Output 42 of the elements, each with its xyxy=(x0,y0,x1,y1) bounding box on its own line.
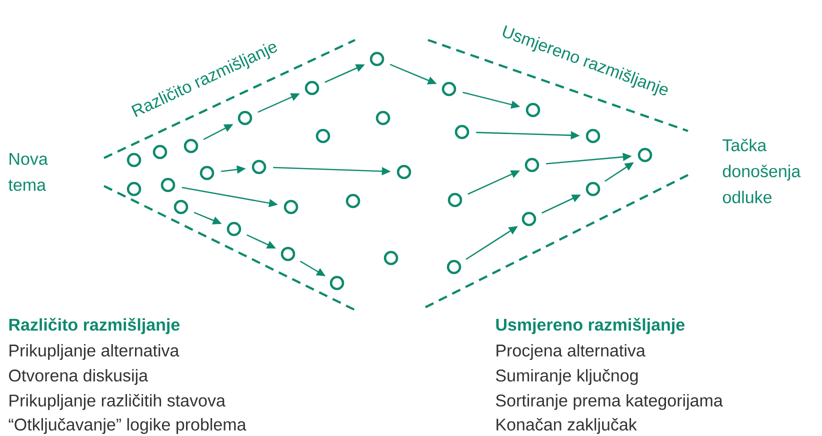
circle xyxy=(316,128,330,144)
circle xyxy=(346,194,360,208)
list-item: Konačan zaključak xyxy=(496,418,637,434)
list-item: Otvorena diskusija xyxy=(9,369,148,385)
circle xyxy=(152,144,168,160)
circle xyxy=(396,164,412,180)
circle xyxy=(174,200,188,214)
circle xyxy=(304,80,320,96)
circle xyxy=(330,276,344,290)
circle xyxy=(184,138,198,154)
circle xyxy=(522,212,536,226)
circle xyxy=(446,260,462,274)
list-heading: Usmjereno razmišljanje xyxy=(496,318,684,334)
circle xyxy=(526,102,540,118)
circle xyxy=(442,82,456,96)
circle xyxy=(376,110,390,126)
side-label: Nova tema xyxy=(8,153,48,191)
circle xyxy=(454,124,470,140)
circle xyxy=(126,152,142,168)
circle xyxy=(370,52,384,66)
circle xyxy=(226,222,242,236)
circle xyxy=(238,110,252,126)
list-item: Sortiranje prema kategorijama xyxy=(496,394,723,410)
circle xyxy=(280,246,296,262)
circle xyxy=(586,128,600,144)
list-heading: Različito razmišljanje xyxy=(9,318,180,334)
circle xyxy=(586,182,600,196)
circle xyxy=(284,200,298,214)
list-item: “Otključavanje” logike problema xyxy=(8,418,246,434)
circle xyxy=(384,250,398,266)
list-item: Procjena alternativa xyxy=(496,344,646,360)
circle xyxy=(200,166,214,180)
circle xyxy=(448,192,462,208)
circle xyxy=(638,148,652,162)
list-item: Prikupljanje alternativa xyxy=(10,344,180,360)
circle xyxy=(524,158,540,172)
circle xyxy=(252,160,266,174)
list-item: Sumiranje ključnog xyxy=(496,369,638,385)
list-item: Prikupljanje različitih stavova xyxy=(10,394,226,410)
circle xyxy=(126,182,142,196)
side-label: Tačka donošenja odluke xyxy=(722,138,801,204)
circle xyxy=(160,178,176,192)
